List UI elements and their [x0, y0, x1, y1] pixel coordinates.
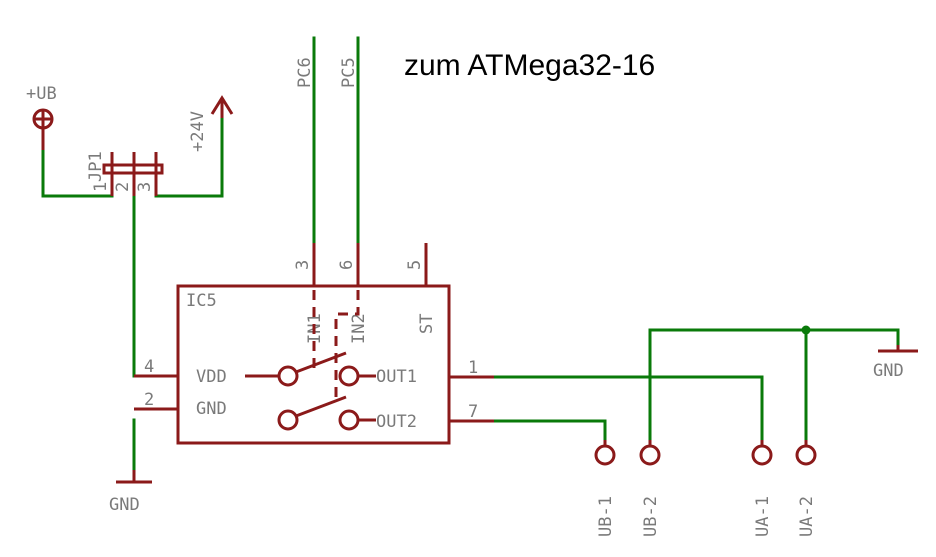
pin-3: 3	[293, 260, 313, 270]
switch-lever-1	[295, 351, 347, 374]
supply-ub: +UB	[26, 84, 57, 150]
gnd-left-label: GND	[109, 495, 140, 515]
ground-left: GND	[109, 470, 152, 515]
pin-2: 2	[144, 390, 154, 410]
wire-out2-ub1	[492, 419, 607, 442]
ic5-name: IC5	[186, 291, 217, 311]
switch-lever-2	[295, 395, 347, 418]
ub-label: +UB	[26, 84, 57, 104]
wire-out1-ua1	[492, 375, 764, 442]
pin-name-vdd: VDD	[196, 367, 227, 387]
wire-jp1-vdd	[132, 194, 180, 378]
pad-ub2	[639, 444, 661, 466]
net-pc6: PC6	[295, 57, 315, 88]
connector-ub1-label: UB-1	[596, 496, 616, 537]
junction-dot	[801, 325, 811, 335]
pin-7: 7	[468, 402, 478, 422]
pad-ub1	[594, 444, 616, 466]
pin-name-st: ST	[417, 314, 437, 334]
net-pc5: PC5	[339, 57, 359, 88]
wire-ub-jp1	[41, 148, 114, 198]
jp1-pin3: 3	[135, 182, 155, 192]
pad-ua1	[751, 444, 773, 466]
ic5: IC5 3 6 5 4 2 1 7 VDD GND OUT1 OUT2 IN1 …	[134, 243, 494, 445]
jp1-label: JP1	[86, 151, 106, 182]
pin-name-out1: OUT1	[376, 367, 417, 387]
pin-6: 6	[337, 260, 357, 270]
wire-jp1-24v	[154, 116, 224, 198]
connector-ua2-label: UA-2	[797, 496, 817, 537]
ground-right: GND	[873, 345, 918, 381]
supply-24v: +24V	[188, 95, 234, 152]
pin-5: 5	[405, 260, 425, 270]
pin-4: 4	[144, 357, 154, 377]
24v-label: +24V	[188, 111, 208, 152]
pin-name-out2: OUT2	[376, 412, 417, 432]
actuator-2	[334, 290, 360, 400]
jumper-jp1: JP1 1 2 3	[86, 151, 164, 196]
pad-ua2	[795, 444, 817, 466]
internal-switch	[245, 290, 376, 431]
jp1-pin1: 1	[91, 182, 111, 192]
jumper-bar	[102, 163, 164, 175]
pin-name-in2: IN2	[349, 313, 369, 344]
pin-1: 1	[468, 358, 478, 378]
pin-name-gnd: GND	[196, 399, 227, 419]
connector-ua1-label: UA-1	[753, 496, 773, 537]
wire-ub2-gnd	[648, 328, 900, 442]
jp1-pin2: 2	[113, 182, 133, 192]
connectors: UB-1 UB-2 UA-1 UA-2	[594, 440, 817, 537]
title: zum ATMega32-16	[404, 49, 655, 82]
gnd-right-label: GND	[873, 361, 904, 381]
connector-ub2-label: UB-2	[641, 496, 661, 537]
wires	[41, 36, 900, 472]
